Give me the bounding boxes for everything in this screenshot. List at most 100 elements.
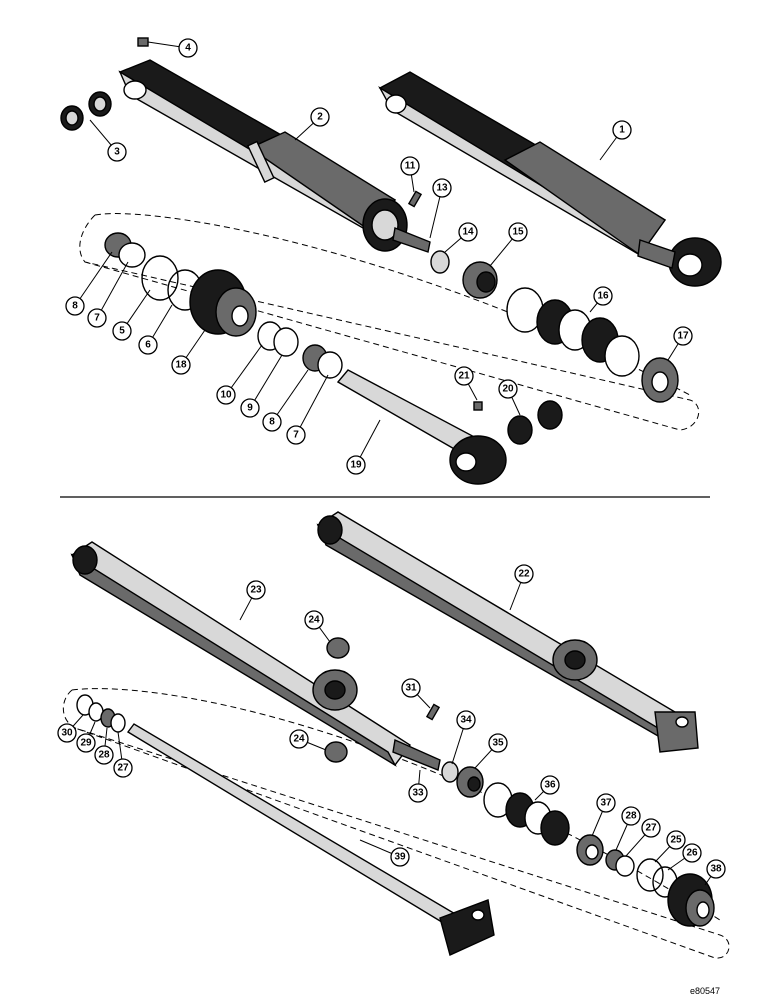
callout-23: 23 [239,580,266,621]
callout-number: 30 [61,728,73,739]
callout-circle [76,733,96,753]
callout-circle [304,610,324,630]
callout-number: 2 [317,112,323,123]
callout-7: 7 [87,261,129,328]
figure-code: e80547 [690,986,721,996]
cylinder-barrel-22 [316,511,699,753]
callout-number: 35 [492,738,504,749]
callout-number: 16 [597,291,609,302]
callout-16: 16 [589,286,613,313]
group-outline-top [79,214,700,431]
ring-27-right [615,855,635,877]
callout-10: 10 [216,344,263,405]
callout-circle [673,326,693,346]
callout-circle [240,398,260,418]
washer-34 [441,761,459,783]
callout-number: 37 [600,798,612,809]
callout-27: 27 [113,731,133,778]
washer-14 [430,250,450,274]
callout-39: 39 [359,839,410,867]
callout-number: 29 [80,738,92,749]
callout-circle [138,335,158,355]
callout-number: 38 [710,864,722,875]
callout-38: 38 [704,859,726,886]
callout-circle [390,847,410,867]
callout-circle [621,806,641,826]
callout-number: 24 [293,734,305,745]
o-ring-5 [141,255,179,301]
gland-38 [667,873,715,927]
leader-line [96,261,129,319]
seal-kit-16 [506,287,640,377]
callout-number: 28 [625,811,637,822]
callout-circle [246,580,266,600]
callout-number: 7 [293,430,299,441]
callout-number: 18 [175,360,187,371]
callout-number: 33 [412,788,424,799]
callout-number: 15 [512,227,524,238]
callout-34: 34 [451,710,476,765]
callout-circle [286,425,306,445]
callout-circle [454,366,474,386]
callout-24: 24 [289,729,327,751]
callout-13: 13 [429,178,452,239]
callout-circle [706,859,726,879]
callout-circle [508,222,528,242]
cylinder-barrel-23 [70,541,441,771]
leader-line [295,374,329,436]
callout-circle [456,710,476,730]
callout-18: 18 [171,329,206,375]
callout-circle [682,843,702,863]
callout-number: 3 [114,147,120,158]
cylinder-barrel-1 [378,71,722,287]
callout-circle [593,286,613,306]
callout-circle [540,775,560,795]
piston-15 [462,261,498,299]
callout-11: 11 [400,156,420,193]
callout-number: 8 [72,301,78,312]
callout-circle [408,783,428,803]
callout-circle [400,156,420,176]
callout-circle [262,412,282,432]
callout-number: 10 [220,390,232,401]
callout-circle [346,455,366,475]
leader-line [249,354,283,409]
callout-number: 19 [350,460,362,471]
callout-circle [171,355,191,375]
nut-24-upper [326,637,350,659]
callout-20: 20 [498,379,521,416]
callout-number: 36 [544,780,556,791]
callout-5: 5 [112,289,151,341]
callout-number: 1 [619,125,625,136]
callout-29: 29 [76,721,96,753]
bushing-8-upper [104,232,146,268]
callout-number: 26 [686,848,698,859]
callout-number: 20 [502,384,514,395]
callout-1: 1 [599,120,632,161]
callout-number: 23 [250,585,262,596]
callout-circle [112,321,132,341]
callout-7: 7 [286,374,329,445]
cylinder-barrel-2 [118,59,431,253]
nut-24-lower [324,741,348,763]
callout-36: 36 [534,775,560,801]
callout-number: 7 [94,313,100,324]
callout-number: 27 [117,763,129,774]
callout-17: 17 [667,326,693,361]
callout-number: 5 [119,326,125,337]
callout-28: 28 [615,806,641,851]
piston-35 [456,766,484,798]
callout-24: 24 [304,610,331,643]
callout-number: 11 [405,161,416,172]
callout-8: 8 [262,369,309,432]
callout-number: 6 [145,340,151,351]
leader-line [74,251,113,307]
callout-25: 25 [654,830,686,863]
callout-2: 2 [294,107,330,141]
callout-4: 4 [147,38,198,58]
callout-circle [458,222,478,242]
callout-31: 31 [401,678,431,709]
callout-37: 37 [591,793,616,837]
callout-circle [401,678,421,698]
callout-number: 13 [436,183,448,194]
